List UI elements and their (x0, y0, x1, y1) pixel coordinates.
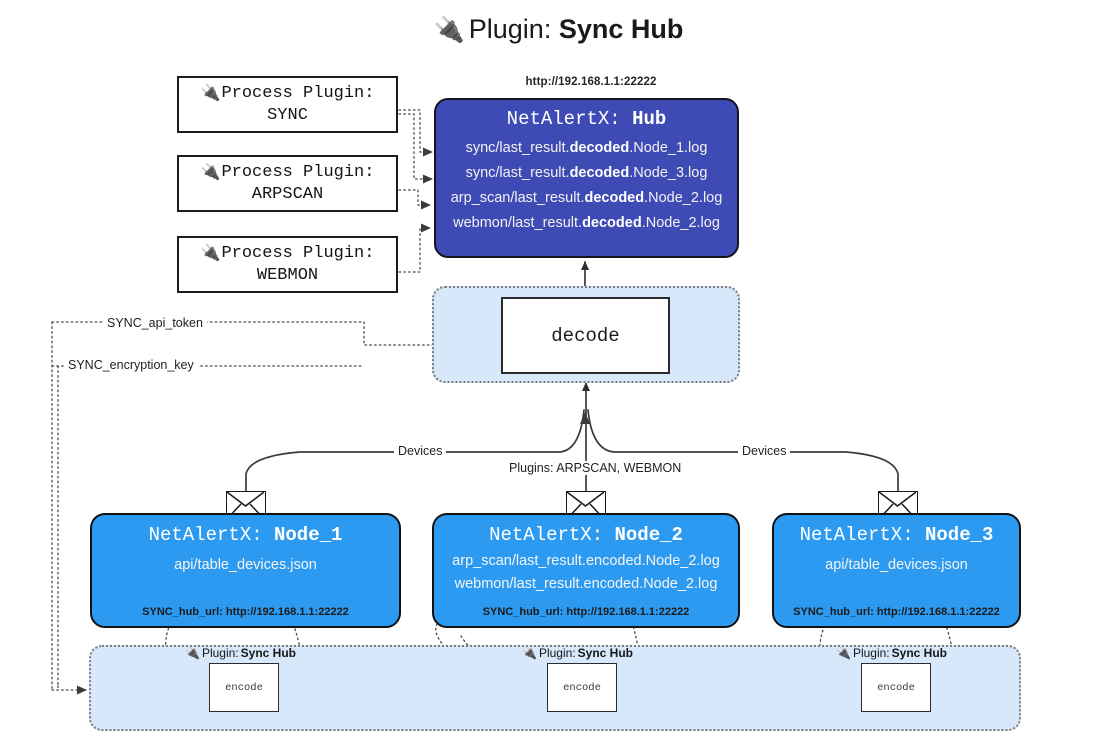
page-title-name: Sync Hub (558, 14, 684, 44)
process-plugin-arpscan-title: Process Plugin: (221, 163, 375, 183)
encoder-3-label: 🔌Plugin: Sync Hub (836, 646, 947, 660)
process-plugin-webmon[interactable]: 🔌 Process Plugin: WEBMON (177, 236, 398, 293)
node-box-node-1[interactable]: NetAlertX: Node_1 api/table_devices.json… (90, 513, 401, 628)
node-box-node-3[interactable]: NetAlertX: Node_3 api/table_devices.json… (772, 513, 1021, 628)
encoder-2-label-prefix: Plugin: (538, 646, 576, 660)
hub-log-mid: decoded (569, 164, 630, 181)
hub-log-line: sync/last_result.decoded.Node_3.log (436, 161, 737, 186)
encoder-2-label-name: Sync Hub (577, 646, 633, 660)
node-2-title: NetAlertX: Node_2 (434, 524, 738, 546)
node-1-footer: SYNC_hub_url: http://192.168.1.1:22222 (142, 606, 349, 618)
process-plugin-sync[interactable]: 🔌 Process Plugin: SYNC (177, 76, 398, 133)
encoder-3-label-name: Sync Hub (891, 646, 947, 660)
hub-log-line: arp_scan/last_result.decoded.Node_2.log (436, 186, 737, 211)
hub-title-prefix: NetAlertX: (506, 108, 633, 130)
node-3-title: NetAlertX: Node_3 (774, 524, 1019, 546)
plug-icon: 🔌 (200, 84, 221, 102)
process-plugin-webmon-title: Process Plugin: (221, 244, 375, 264)
hub-log-post: .Node_2.log (644, 189, 723, 206)
node-2-title-name: Node_2 (614, 524, 683, 546)
label-sync-encryption-key: SYNC_encryption_key (64, 358, 198, 372)
label-plugins-middle: Plugins: ARPSCAN, WEBMON (505, 461, 686, 475)
process-plugin-sync-title: Process Plugin: (221, 84, 375, 104)
node-1-line: api/table_devices.json (174, 557, 317, 573)
encoder-2-label: 🔌Plugin: Sync Hub (522, 646, 633, 660)
page-title-prefix: Plugin: (468, 14, 559, 44)
decode-box[interactable]: decode (501, 297, 670, 374)
hub-log-pre: sync/last_result. (465, 140, 570, 156)
label-sync-api-token: SYNC_api_token (103, 316, 207, 330)
node-2-line: arp_scan/last_result.encoded.Node_2.log (452, 553, 720, 569)
hub-log-pre: sync/last_result. (465, 164, 570, 181)
plug-icon: 🔌 (200, 244, 221, 262)
node-2-footer: SYNC_hub_url: http://192.168.1.1:22222 (482, 606, 690, 618)
process-plugin-arpscan-name: ARPSCAN (251, 184, 324, 204)
plug-icon: 🔌 (836, 646, 851, 660)
hub-title: NetAlertX: Hub (436, 108, 737, 130)
hub-log-post: .Node_1.log (629, 140, 708, 156)
hub-title-name: Hub (632, 108, 667, 130)
hub-log-post: .Node_2.log (641, 214, 720, 231)
encode-box-node-3[interactable]: encode (861, 663, 931, 712)
node-3-line: api/table_devices.json (825, 557, 968, 573)
encoder-3-label-prefix: Plugin: (852, 646, 890, 660)
encode-box-node-2[interactable]: encode (547, 663, 617, 712)
process-plugin-sync-name: SYNC (267, 105, 308, 125)
process-plugin-arpscan[interactable]: 🔌 Process Plugin: ARPSCAN (177, 155, 398, 212)
encoder-1-label-prefix: Plugin: (201, 646, 239, 660)
hub-log-line: webmon/last_result.decoded.Node_2.log (436, 211, 737, 236)
node-1-title: NetAlertX: Node_1 (92, 524, 399, 546)
node-3-title-name: Node_3 (925, 524, 994, 546)
hub-log-mid: decoded (584, 189, 645, 206)
plug-icon: 🔌 (185, 646, 200, 660)
node-1-title-prefix: NetAlertX: (148, 524, 274, 546)
plug-icon: 🔌 (200, 163, 221, 181)
hub-url-label: http://192.168.1.1:22222 (525, 76, 657, 88)
plug-icon: 🔌 (433, 16, 465, 44)
hub-log-pre: arp_scan/last_result. (450, 189, 585, 206)
label-devices-left: Devices (394, 444, 447, 458)
node-box-node-2[interactable]: NetAlertX: Node_2 arp_scan/last_result.e… (432, 513, 740, 628)
hub-log-post: .Node_3.log (629, 164, 708, 181)
hub-log-mid: decoded (582, 214, 642, 231)
process-plugin-webmon-name: WEBMON (256, 265, 319, 285)
node-2-title-prefix: NetAlertX: (489, 524, 615, 546)
hub-log-line: sync/last_result.decoded.Node_1.log (436, 136, 737, 161)
node-3-title-prefix: NetAlertX: (799, 524, 925, 546)
hub-log-pre: webmon/last_result. (453, 214, 583, 231)
node-2-line: webmon/last_result.encoded.Node_2.log (454, 576, 718, 592)
encoder-1-label-name: Sync Hub (240, 646, 296, 660)
encoder-1-label: 🔌Plugin: Sync Hub (185, 646, 296, 660)
node-1-title-name: Node_1 (274, 524, 343, 546)
hub-node-box[interactable]: NetAlertX: Hub sync/last_result.decoded.… (434, 98, 739, 258)
node-3-footer: SYNC_hub_url: http://192.168.1.1:22222 (793, 606, 1000, 618)
plug-icon: 🔌 (522, 646, 537, 660)
page-title: 🔌Plugin: Sync Hub (0, 14, 1117, 45)
label-devices-right: Devices (738, 444, 791, 458)
hub-log-mid: decoded (569, 140, 630, 156)
encode-box-node-1[interactable]: encode (209, 663, 279, 712)
